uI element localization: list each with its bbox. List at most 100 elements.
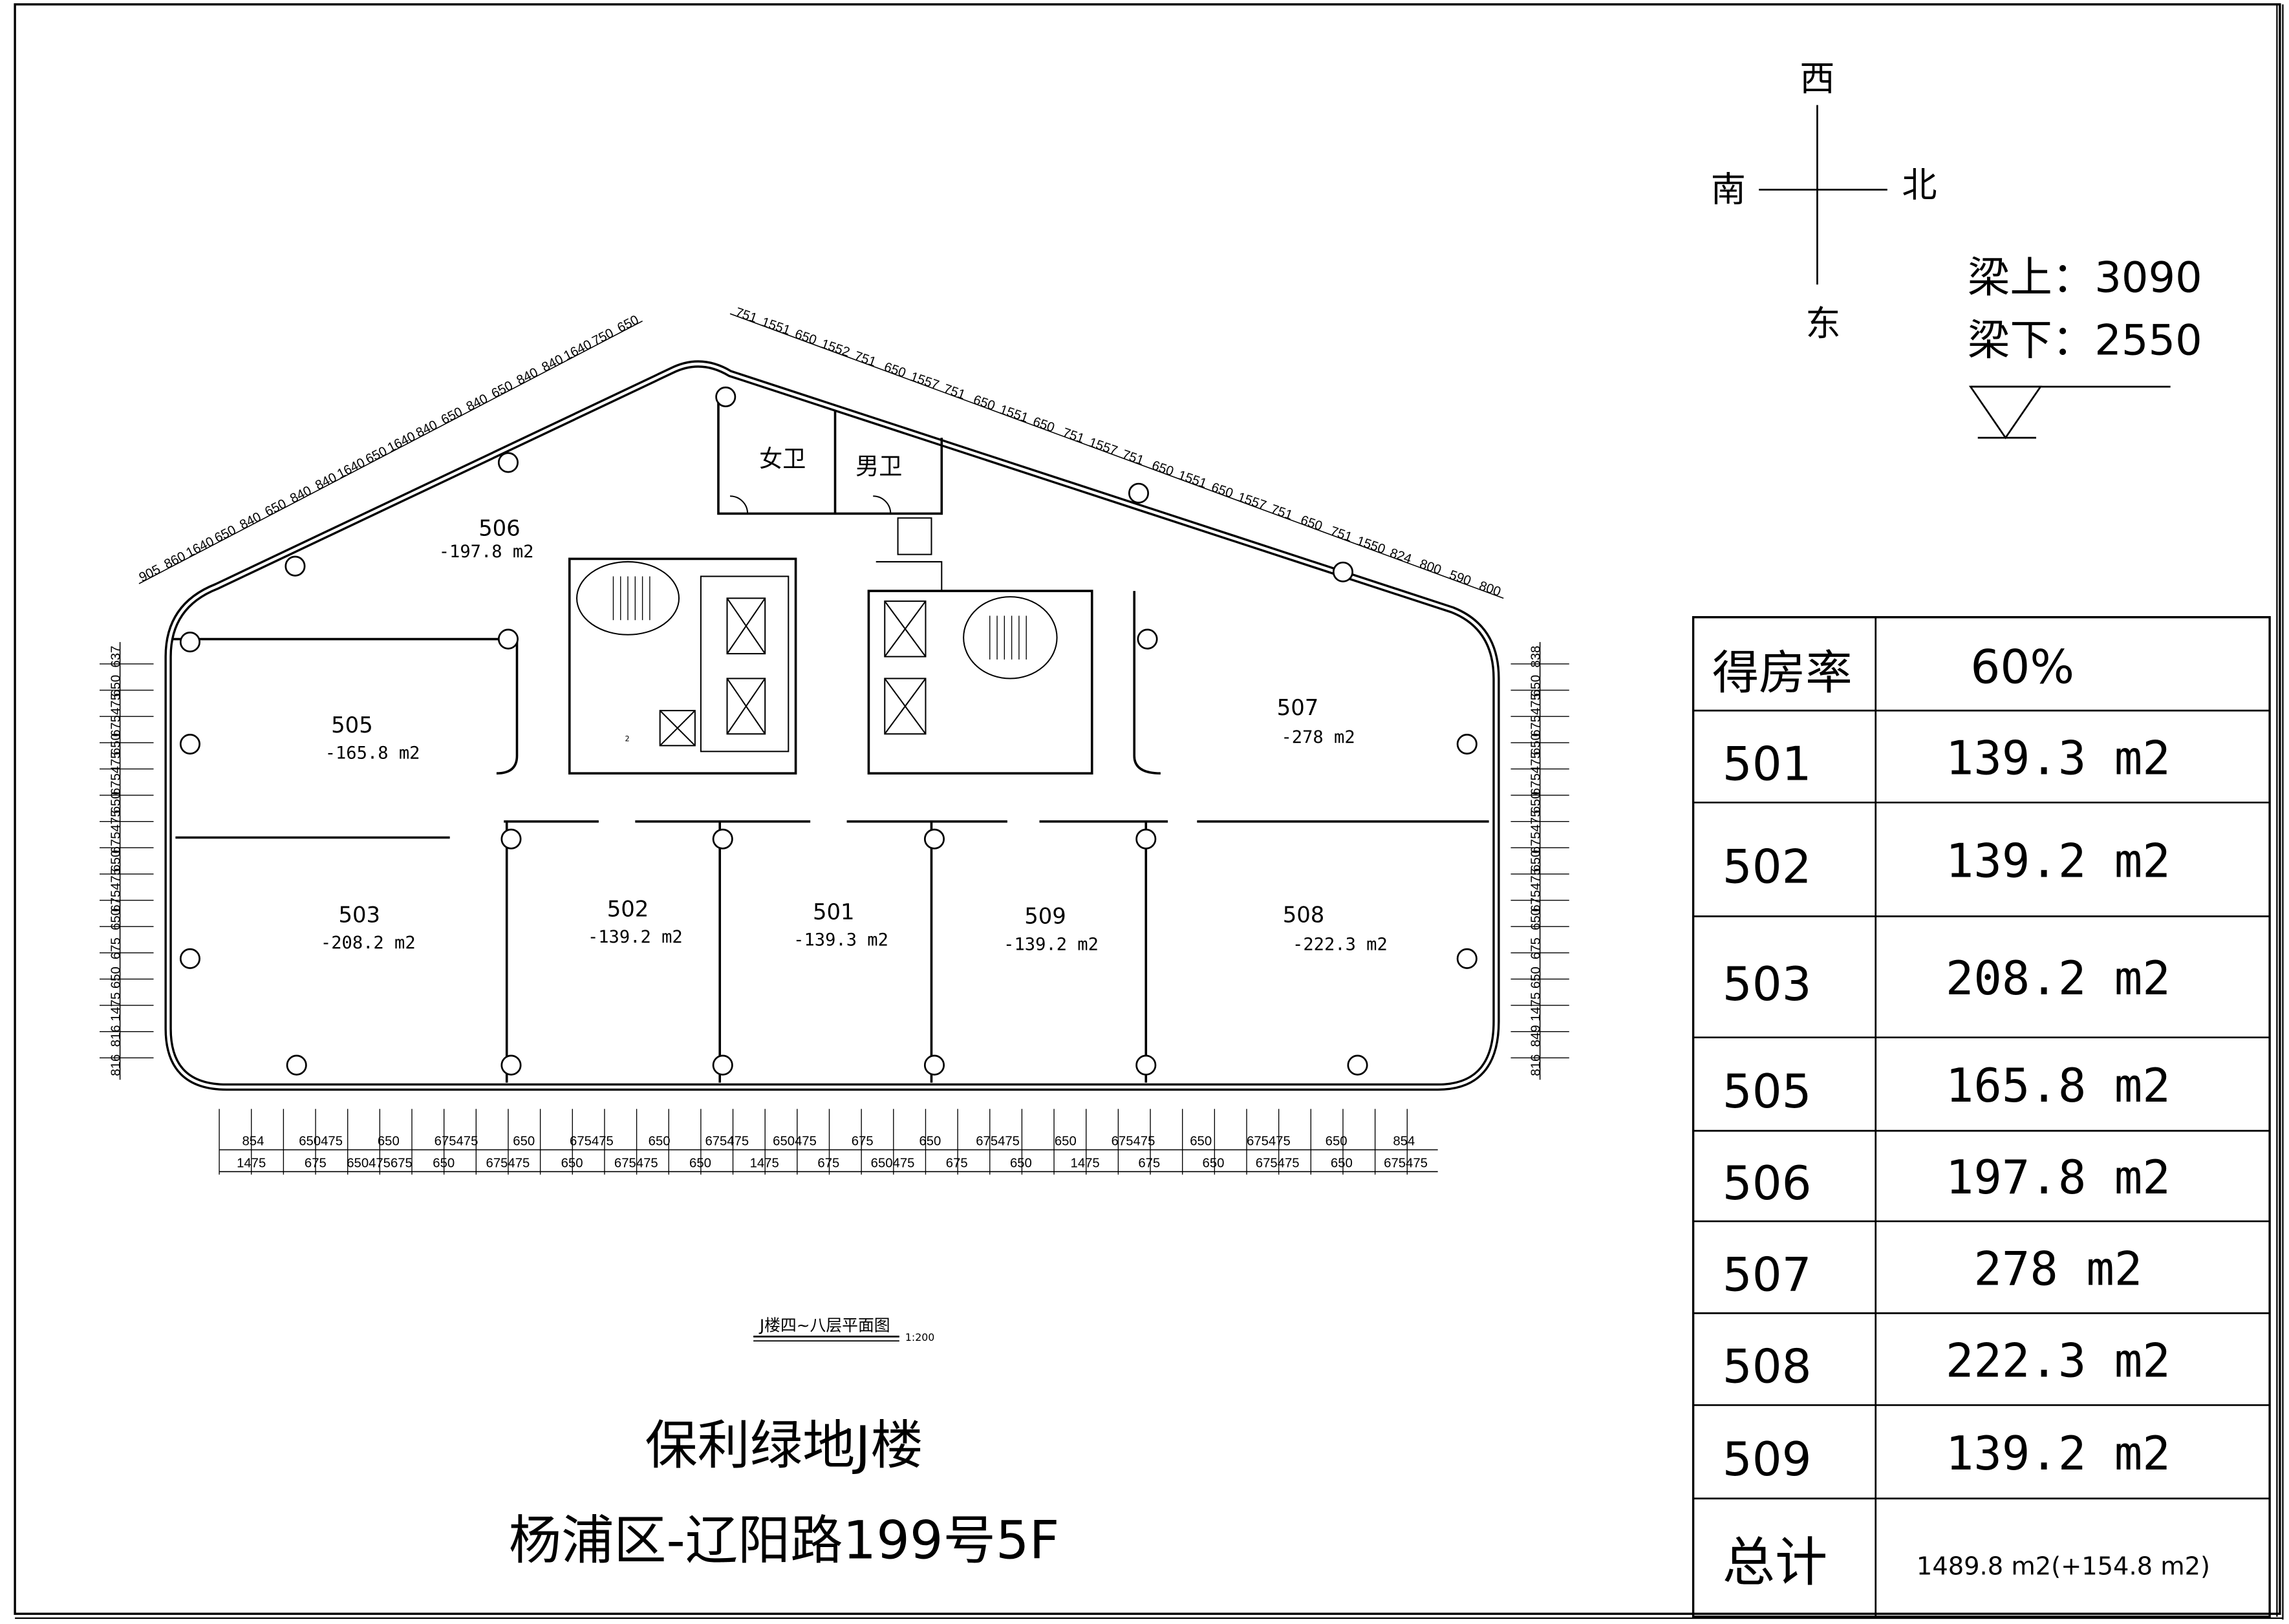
dimension-label: 650 <box>378 1135 400 1149</box>
female-restroom-label: 女卫 <box>759 445 806 473</box>
core-label: 2 <box>625 735 630 743</box>
table-area-503: 208.2 m2 <box>1946 952 2171 1006</box>
structural-columns <box>179 386 1478 1076</box>
drawing-title-block: J楼四~八层平面图 1:200 保利绿地J楼 杨浦区-辽阳路199号5F <box>509 1316 1060 1571</box>
dimension-label: 650 <box>1529 967 1543 988</box>
dimension-label: 675475 <box>109 693 124 737</box>
dimension-label: 675475 <box>705 1135 749 1149</box>
dimension-label: 675475 <box>1529 810 1543 854</box>
room-503-number: 503 <box>338 902 380 927</box>
room-502-area: -139.2 m2 <box>588 927 683 947</box>
dimension-label: 1475 <box>1529 992 1543 1021</box>
table-area-501: 139.3 m2 <box>1946 731 2171 785</box>
column-icon <box>497 628 519 650</box>
column-icon <box>179 632 200 653</box>
dimension-label: 675 <box>817 1157 839 1171</box>
dimension-label: 650 <box>1326 1135 1348 1149</box>
dimension-label: 675475 <box>109 810 124 854</box>
room-508-area: -222.3 m2 <box>1293 934 1388 954</box>
table-unit-501: 501 <box>1723 737 1812 791</box>
elevator-shafts <box>659 597 927 747</box>
dimension-label: 650 <box>109 967 124 988</box>
room-labels: 506 -197.8 m2 505 -165.8 m2 507 -278 m2 … <box>321 445 1388 954</box>
dimension-label: 650 <box>513 1135 535 1149</box>
dimension-label: 675 <box>1138 1157 1160 1171</box>
dimension-label: 650475 <box>299 1135 343 1149</box>
room-506-number: 506 <box>478 515 521 540</box>
column-icon <box>712 1054 733 1076</box>
ratio-label: 得房率 <box>1712 646 1853 700</box>
building-outline <box>164 360 1500 1091</box>
room-509-area: -139.2 m2 <box>1004 934 1099 954</box>
drawing-title: J楼四~八层平面图 <box>758 1316 890 1334</box>
table-unit-506: 506 <box>1723 1157 1812 1211</box>
column-icon <box>1135 828 1157 849</box>
dimension-label: 1640 <box>385 429 418 455</box>
ratio-value: 60% <box>1970 640 2074 694</box>
table-unit-503: 503 <box>1723 957 1812 1012</box>
dimension-label: 675 <box>1529 937 1543 959</box>
column-icon <box>179 734 200 755</box>
dimension-label: 849 <box>1529 1025 1543 1047</box>
stair-treads <box>612 576 1027 660</box>
room-505-number: 505 <box>331 712 373 738</box>
room-503-area: -208.2 m2 <box>321 933 416 953</box>
room-502-number: 502 <box>607 896 649 921</box>
dimension-label: 1475 <box>1071 1157 1100 1171</box>
dimension-label: 675475 <box>614 1157 658 1171</box>
compass: 西 南 北 东 <box>1711 58 1937 344</box>
column-icon <box>1128 482 1149 504</box>
dimension-label: 675 <box>946 1157 968 1171</box>
dimension-label: 1475 <box>109 992 124 1021</box>
table-unit-507: 507 <box>1723 1248 1812 1302</box>
dimension-label: 650 <box>919 1135 941 1149</box>
column-icon <box>1456 948 1478 969</box>
dimension-label: 1640 <box>335 456 367 482</box>
room-501-number: 501 <box>813 899 855 924</box>
dimension-label: 1640 <box>561 337 594 363</box>
column-icon <box>923 828 945 849</box>
column-icon <box>1135 1054 1157 1076</box>
dimension-label: 854 <box>242 1135 264 1149</box>
table-unit-509: 509 <box>1723 1433 1812 1487</box>
dimension-annotations: 854 650475 650 675475 650 675475 650 675475 6504… <box>100 305 1569 1175</box>
table-area-505: 165.8 m2 <box>1946 1059 2171 1113</box>
dimension-label: 675475 <box>1247 1135 1291 1149</box>
column-icon <box>500 1054 522 1076</box>
dimension-label: 650475 <box>871 1157 915 1171</box>
compass-south: 南 <box>1711 169 1746 209</box>
partition-walls <box>172 591 1489 1083</box>
table-unit-508: 508 <box>1723 1340 1812 1394</box>
dimension-label: 675475 <box>435 1135 478 1149</box>
column-icon <box>1137 628 1158 650</box>
column-icon <box>285 555 306 577</box>
room-508-number: 508 <box>1283 902 1325 927</box>
dimension-label: 650475 <box>773 1135 817 1149</box>
dimension-label: 675475 <box>109 751 124 795</box>
column-icon <box>1332 561 1353 582</box>
dimension-label: 675475 <box>976 1135 1020 1149</box>
room-501-area: -139.3 m2 <box>793 930 888 950</box>
beam-below: 梁下：2550 <box>1968 315 2202 365</box>
dimension-label: 650 <box>1055 1135 1077 1149</box>
dimension-label: 1640 <box>184 535 216 561</box>
table-area-508: 222.3 m2 <box>1946 1334 2171 1388</box>
room-509-number: 509 <box>1024 904 1066 929</box>
dimension-label: 650 <box>1010 1157 1032 1171</box>
sheet-border <box>14 3 2284 1620</box>
building-title: 保利绿地J楼 <box>645 1416 923 1477</box>
column-icon <box>497 452 519 473</box>
elevation-symbol-icon <box>1968 385 2171 440</box>
table-area-502: 139.2 m2 <box>1946 834 2171 888</box>
core-area: 2 <box>568 394 1093 775</box>
table-area-509: 139.2 m2 <box>1946 1427 2171 1481</box>
table-area-506: 197.8 m2 <box>1946 1151 2171 1205</box>
dimension-label: 650 <box>1331 1157 1353 1171</box>
column-icon <box>286 1054 307 1076</box>
dimension-label: 675475 <box>1256 1157 1300 1171</box>
table-unit-502: 502 <box>1723 840 1812 894</box>
dimension-label: 650 <box>1190 1135 1212 1149</box>
beam-heights: 梁上：3090 梁下：2550 <box>1968 253 2202 440</box>
total-value: 1489.8 m2(+154.8 m2) <box>1917 1552 2210 1581</box>
